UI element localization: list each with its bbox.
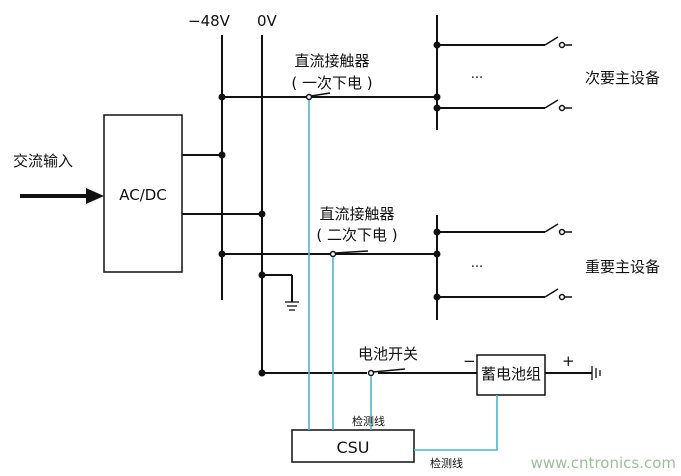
- battery-box: [476, 354, 546, 396]
- junction-dot: [433, 293, 441, 301]
- load-switch-important-1: [544, 223, 572, 236]
- ac-input-arrow: [20, 188, 104, 204]
- junction-dot: [258, 271, 266, 279]
- sense-lines: [308, 100, 498, 451]
- load-switch-important-2: [544, 288, 572, 301]
- junction-dot: [258, 210, 266, 218]
- junction-dot: [433, 250, 441, 258]
- junction-dot: [433, 104, 441, 112]
- junction-dot: [433, 93, 441, 101]
- acdc-box: [103, 114, 183, 273]
- ellipsis-secondary: ...: [471, 67, 483, 82]
- junction-dot: [433, 228, 441, 236]
- wiring: [182, 15, 592, 374]
- detect-line-label-1: 检测线: [352, 414, 385, 428]
- contactor-1-sub: ( 一次下电 ): [291, 74, 372, 92]
- contactor-1: [305, 92, 331, 101]
- watermark: www.cntronics.com: [531, 454, 676, 472]
- detect-line-label-2: 检测线: [430, 456, 463, 470]
- battery-minus-label: −: [463, 352, 476, 370]
- load-switch-secondary-1: [544, 36, 572, 49]
- battery-switch-label: 电池开关: [358, 345, 418, 363]
- load-switch-secondary-2: [544, 99, 572, 112]
- junction-dot: [218, 93, 226, 101]
- neg48v-label: −48V: [188, 12, 231, 30]
- sense-line-battery: [414, 395, 498, 451]
- junction-dot: [218, 151, 226, 159]
- ground-symbol-battery: [591, 366, 601, 380]
- contactor-2-sub: ( 二次下电 ): [316, 226, 397, 244]
- battery-label: 蓄电池组: [481, 365, 541, 383]
- contactor-2: [329, 250, 369, 258]
- csu-label: CSU: [336, 438, 369, 457]
- csu-box: [291, 429, 415, 463]
- ellipsis-important: ...: [471, 256, 483, 271]
- ac-input-label: 交流输入: [13, 152, 73, 170]
- battery-switch-symbol: [367, 368, 406, 377]
- junction-dot: [433, 41, 441, 49]
- acdc-label: AC/DC: [119, 186, 167, 204]
- load-switches: [544, 36, 572, 301]
- ground-symbol-0v: [285, 301, 299, 311]
- junction-dot: [218, 250, 226, 258]
- junction-dot: [258, 369, 266, 377]
- secondary-loads-label: 次要主设备: [585, 69, 660, 87]
- important-loads-label: 重要主设备: [585, 258, 660, 276]
- contactor-1-title: 直流接触器: [294, 52, 369, 70]
- contactor-2-title: 直流接触器: [319, 205, 394, 223]
- zero-v-label: 0V: [257, 12, 278, 30]
- battery-plus-label: +: [562, 352, 575, 370]
- junctions: [218, 41, 441, 377]
